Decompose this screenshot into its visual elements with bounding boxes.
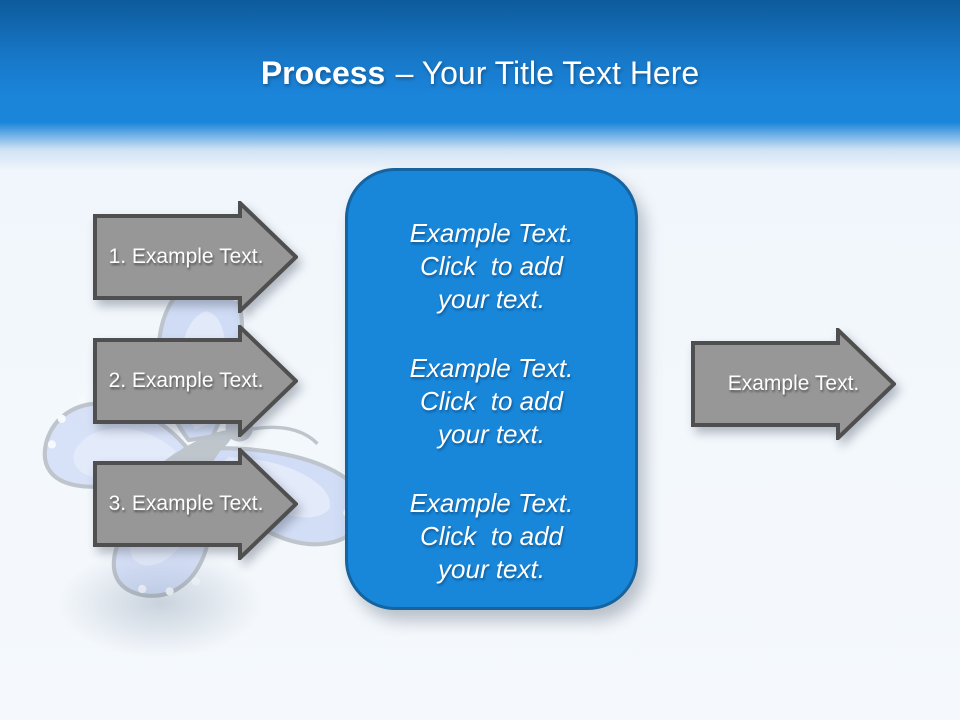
- title-placeholder-text: – Your Title Text Here: [395, 55, 700, 91]
- process-step-arrow-2[interactable]: 2. Example Text.: [93, 325, 298, 437]
- content-placeholder-box[interactable]: Example Text. Click to add your text. Ex…: [345, 168, 638, 610]
- placeholder-line: Click to add: [419, 521, 564, 551]
- placeholder-line: your text.: [438, 419, 545, 449]
- placeholder-line: Click to add: [419, 386, 564, 416]
- arrow-shape: [93, 448, 298, 560]
- output-arrow[interactable]: Example Text.: [691, 328, 896, 440]
- slide-title[interactable]: Process– Your Title Text Here: [0, 55, 960, 91]
- process-step-arrow-3[interactable]: 3. Example Text.: [93, 448, 298, 560]
- process-step-arrow-1[interactable]: 1. Example Text.: [93, 201, 298, 313]
- title-keyword: Process: [260, 55, 386, 91]
- placeholder-text-block[interactable]: Example Text. Click to add your text.: [362, 352, 621, 451]
- placeholder-line: Example Text.: [409, 353, 574, 383]
- process-step-label: 2. Example Text.: [108, 369, 264, 392]
- placeholder-text-block[interactable]: Example Text. Click to add your text.: [362, 217, 621, 316]
- process-step-label: 3. Example Text.: [108, 492, 264, 515]
- arrow-shape: [93, 325, 298, 437]
- title-bar: [0, 0, 960, 170]
- placeholder-line: Example Text.: [409, 488, 574, 518]
- placeholder-line: Click to add: [419, 251, 564, 281]
- arrow-shape: [691, 328, 896, 440]
- arrow-shape: [93, 201, 298, 313]
- placeholder-line: Example Text.: [409, 218, 574, 248]
- placeholder-line: your text.: [438, 284, 545, 314]
- process-step-label: 1. Example Text.: [108, 245, 264, 268]
- butterfly-shadow: [55, 548, 265, 658]
- output-arrow-label: Example Text.: [727, 372, 860, 395]
- placeholder-text-block[interactable]: Example Text. Click to add your text.: [362, 487, 621, 586]
- placeholder-line: your text.: [438, 554, 545, 584]
